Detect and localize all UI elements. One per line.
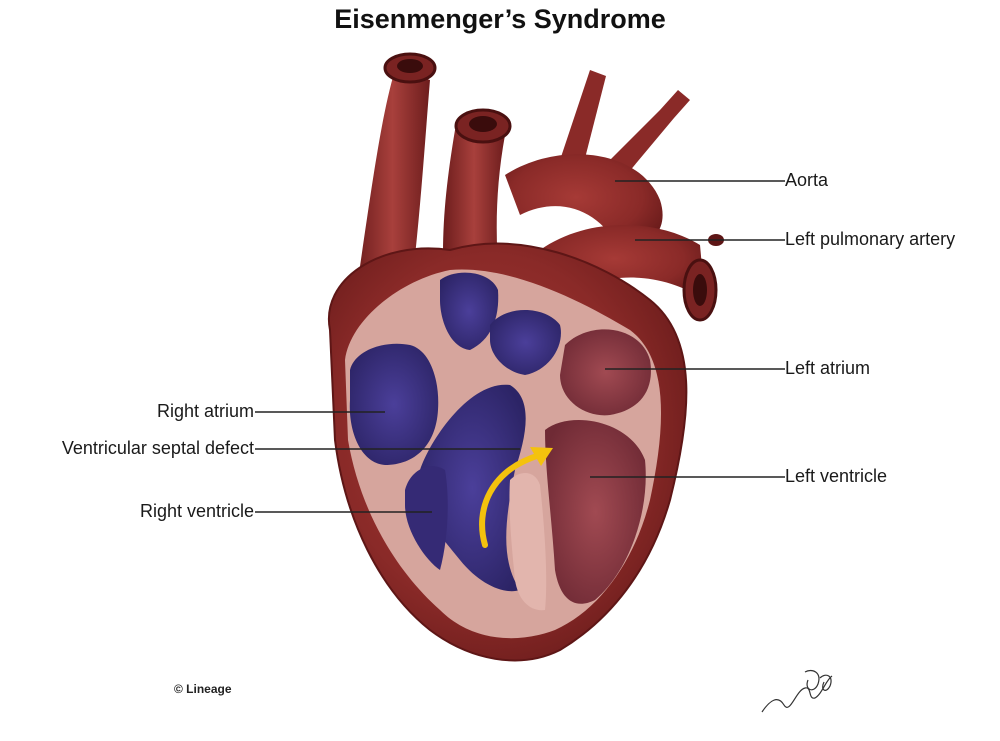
infundibulum-chamber [490, 310, 561, 375]
left-atrium-chamber [560, 329, 651, 416]
right-ventricle-chamber [419, 384, 526, 592]
artist-signature [761, 669, 833, 713]
interventricular-septum [509, 473, 547, 611]
label-left-atrium: Left atrium [785, 358, 871, 378]
right-ventricle-inflow [405, 466, 448, 570]
label-right-ventricle: Right ventricle [139, 501, 254, 521]
copyright-notice: © Lineage [174, 682, 232, 696]
label-right-atrium: Right atrium [156, 401, 254, 421]
aortic-arch-branches [505, 70, 690, 250]
right-atrium-chamber [349, 343, 439, 465]
shunt-arrowhead [530, 447, 553, 466]
diagram-title: Eisenmenger’s Syndrome [334, 4, 666, 34]
shunt-arrow [479, 452, 543, 548]
pulmonary-outflow-chamber [440, 272, 499, 350]
label-left-ventricle: Left ventricle [785, 466, 888, 486]
label-aorta: Aorta [785, 170, 829, 190]
left-ventricle-chamber [545, 420, 646, 604]
superior-vena-cava [355, 52, 437, 300]
label-ventricular-septal-defect: Ventricular septal defect [61, 438, 254, 458]
label-left-pulmonary-artery: Left pulmonary artery [785, 229, 956, 249]
